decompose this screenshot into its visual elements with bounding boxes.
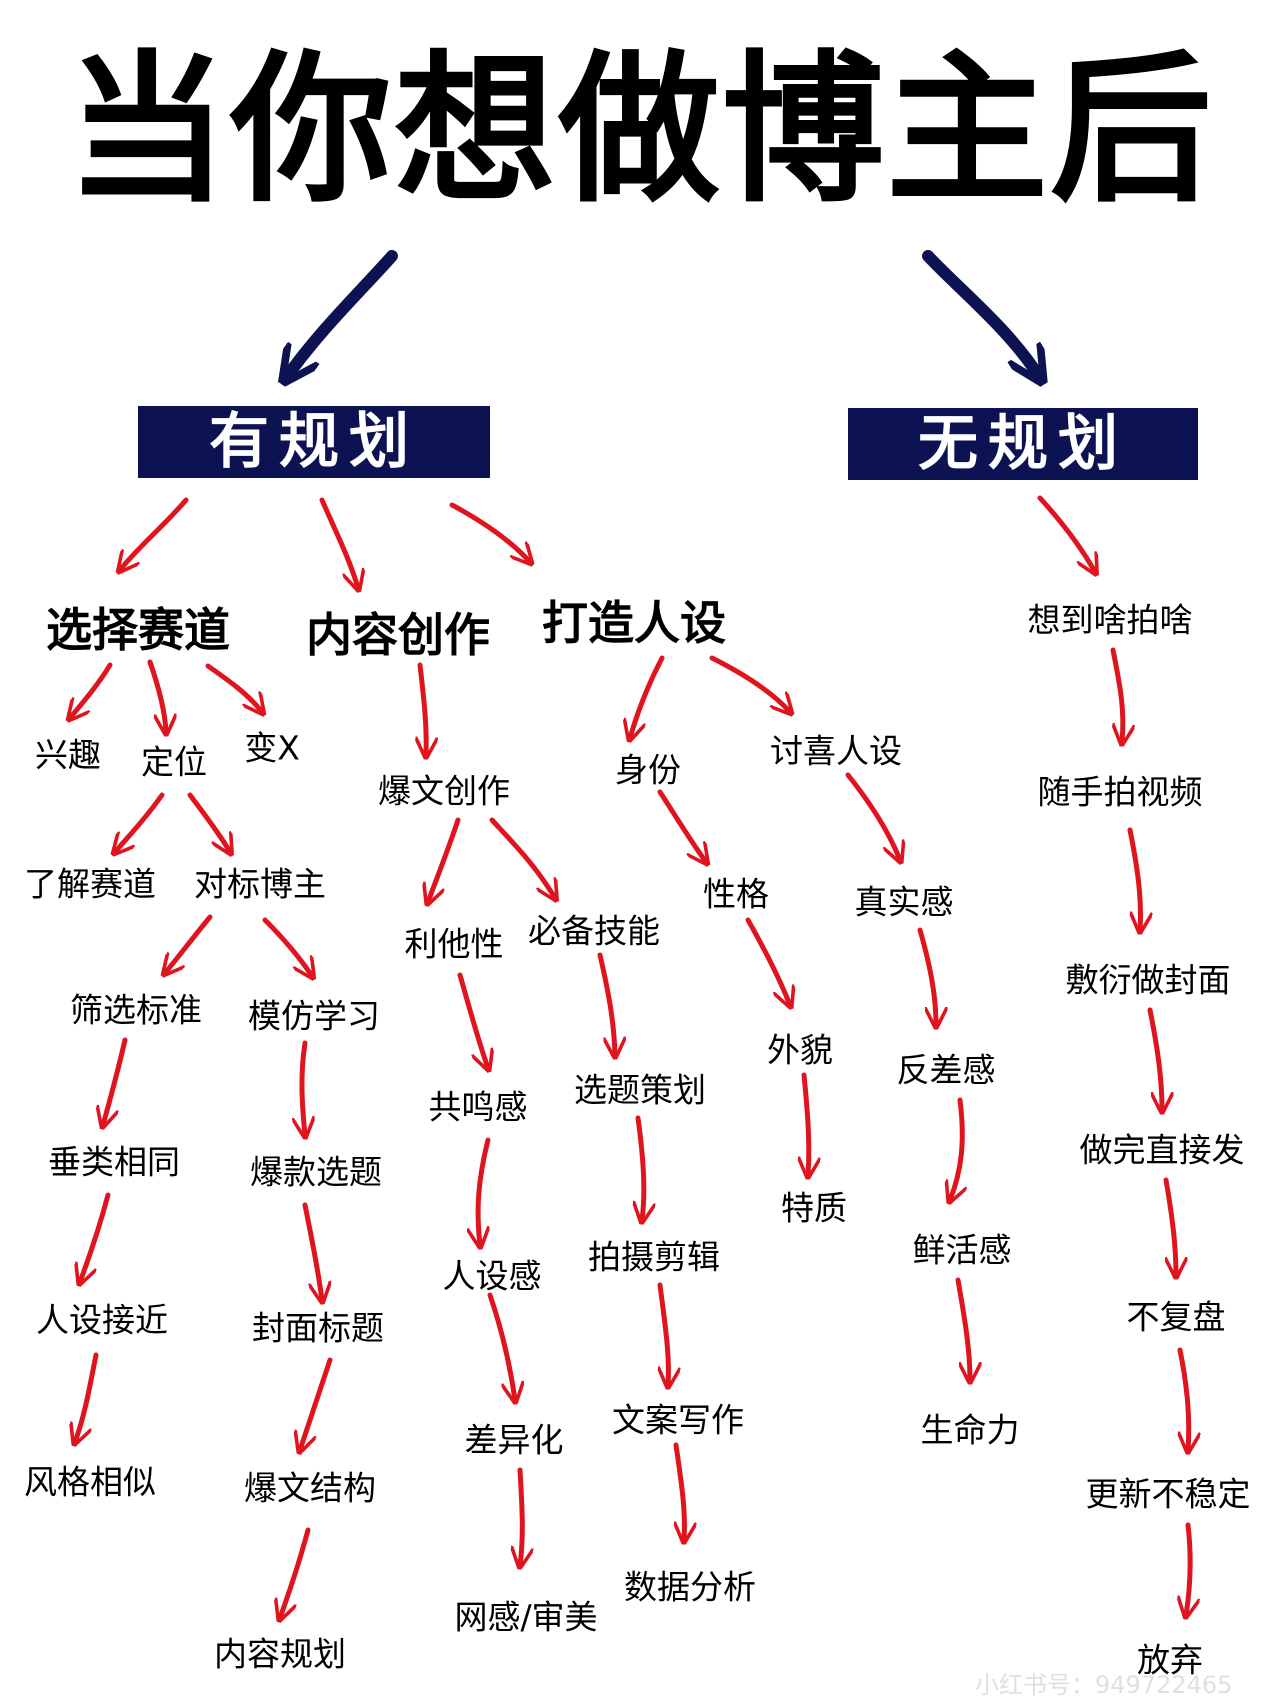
arrow-character-to-appearance bbox=[745, 917, 790, 1005]
arrow-unstable-to-giveup bbox=[1186, 1522, 1190, 1615]
branch-planned-box: 有规划 bbox=[138, 406, 490, 478]
arrow-track-to-position bbox=[147, 659, 166, 732]
arrow-persona-to-diff bbox=[487, 1292, 515, 1400]
arrow-viral-to-skills bbox=[489, 817, 555, 898]
arrow-casual-to-sloppy bbox=[1127, 827, 1141, 930]
arrow-skills-to-topic bbox=[597, 952, 615, 1055]
arrow-appearance-to-trait bbox=[804, 1072, 809, 1175]
node-position: 定位 bbox=[141, 742, 207, 782]
arrow-viral-to-altruism bbox=[428, 817, 461, 902]
node-interest: 兴趣 bbox=[35, 735, 101, 775]
branch-planned-label: 有规划 bbox=[209, 407, 419, 477]
node-shoot-whatever: 想到啥拍啥 bbox=[1027, 600, 1193, 640]
node-viral-structure: 爆文结构 bbox=[244, 1468, 376, 1508]
node-viral-creation: 爆文创作 bbox=[378, 771, 510, 811]
node-benchmark: 对标博主 bbox=[194, 864, 326, 904]
arrow-position-to-benchmark bbox=[187, 792, 230, 852]
node-trait: 特质 bbox=[781, 1188, 847, 1228]
node-authentic: 真实感 bbox=[854, 882, 954, 922]
node-difference: 差异化 bbox=[464, 1420, 564, 1460]
node-casual-video: 随手拍视频 bbox=[1037, 772, 1203, 812]
arrow-persona-to-style bbox=[75, 1352, 99, 1442]
arrow-noreview-to-unstable bbox=[1180, 1347, 1189, 1450]
arrow-topic-to-shoot bbox=[638, 1115, 644, 1220]
arrow-persona-to-identity bbox=[630, 655, 665, 738]
arrow-benchmark-to-imitate bbox=[262, 917, 312, 976]
arrow-diff-to-aesthetic bbox=[520, 1467, 522, 1565]
arrow-persona-to-likable bbox=[709, 655, 790, 712]
arrow-criteria-to-vertical bbox=[103, 1037, 128, 1125]
watermark: 小红书号：949722465 bbox=[975, 1671, 1233, 1699]
node-monetize: 变X bbox=[244, 728, 300, 768]
node-contrast: 反差感 bbox=[896, 1050, 996, 1090]
node-post-directly: 做完直接发 bbox=[1079, 1130, 1245, 1170]
node-shoot-edit: 拍摄剪辑 bbox=[588, 1237, 720, 1277]
node-appearance: 外貌 bbox=[767, 1030, 833, 1070]
node-same-vertical: 垂类相同 bbox=[48, 1142, 180, 1182]
arrow-benchmark-to-criteria bbox=[165, 914, 213, 973]
arrow-imitate-to-hot bbox=[302, 1040, 305, 1135]
arrow-cover-to-structure bbox=[300, 1357, 333, 1450]
arrow-identity-to-character bbox=[657, 789, 706, 862]
node-identity: 身份 bbox=[615, 750, 681, 790]
node-content: 内容创作 bbox=[306, 608, 490, 662]
node-altruism: 利他性 bbox=[404, 924, 504, 964]
node-sloppy-cover: 敷衍做封面 bbox=[1065, 960, 1231, 1000]
node-aesthetic: 网感/审美 bbox=[454, 1597, 598, 1637]
arrow-vertical-to-persona bbox=[80, 1192, 111, 1282]
branch-unplanned-box: 无规划 bbox=[848, 408, 1198, 480]
node-give-up: 放弃 bbox=[1137, 1640, 1203, 1680]
node-data-analysis: 数据分析 bbox=[624, 1567, 756, 1607]
arrow-track-to-interest bbox=[70, 662, 113, 718]
arrow-planned-to-content bbox=[319, 497, 358, 588]
arrow-title-to-planned bbox=[286, 250, 398, 378]
arrow-copy-to-data bbox=[676, 1442, 684, 1540]
arrow-post-to-noreview bbox=[1163, 1177, 1176, 1275]
node-persona-sense: 人设感 bbox=[442, 1256, 542, 1296]
arrow-sloppy-to-post bbox=[1147, 1007, 1162, 1110]
node-criteria: 筛选标准 bbox=[70, 990, 202, 1030]
node-imitate: 模仿学习 bbox=[248, 996, 380, 1036]
node-track: 选择赛道 bbox=[46, 603, 230, 657]
node-know-track: 了解赛道 bbox=[24, 864, 156, 904]
node-character: 性格 bbox=[703, 874, 769, 914]
arrow-structure-to-plan bbox=[280, 1527, 311, 1618]
node-hot-topic: 爆款选题 bbox=[250, 1152, 382, 1192]
node-topic-plan: 选题策划 bbox=[574, 1070, 706, 1110]
arrow-lively-to-vitality bbox=[955, 1277, 970, 1380]
arrow-likable-to-authentic bbox=[845, 772, 900, 860]
node-vitality: 生命力 bbox=[920, 1410, 1020, 1450]
node-skills: 必备技能 bbox=[528, 911, 660, 951]
node-cover-title: 封面标题 bbox=[252, 1308, 384, 1348]
node-content-plan: 内容规划 bbox=[214, 1634, 346, 1674]
branch-unplanned-label: 无规划 bbox=[918, 409, 1128, 479]
arrow-track-to-monetize bbox=[205, 663, 262, 712]
arrow-hot-to-cover bbox=[302, 1202, 322, 1300]
node-unstable: 更新不稳定 bbox=[1085, 1474, 1251, 1514]
arrow-contrast-to-lively bbox=[950, 1097, 962, 1200]
arrow-authentic-to-contrast bbox=[917, 927, 936, 1025]
node-close-persona: 人设接近 bbox=[36, 1300, 168, 1340]
arrow-position-to-know bbox=[115, 792, 165, 852]
arrow-shoot-to-copy bbox=[660, 1282, 668, 1385]
arrow-planned-to-persona bbox=[449, 502, 530, 562]
arrow-unplanned-to-first bbox=[1037, 495, 1095, 572]
node-no-review: 不复盘 bbox=[1126, 1297, 1226, 1337]
node-likable: 讨喜人设 bbox=[770, 731, 902, 771]
node-lively: 鲜活感 bbox=[912, 1230, 1012, 1270]
arrow-whatever-to-casual bbox=[1110, 647, 1123, 742]
node-similar-style: 风格相似 bbox=[24, 1462, 156, 1502]
page-title: 当你想做博主后 bbox=[66, 37, 1214, 225]
arrow-planned-to-track bbox=[120, 497, 189, 570]
arrow-resonance-to-persona bbox=[478, 1137, 488, 1245]
arrow-altruism-to-resonance bbox=[457, 972, 488, 1068]
arrow-title-to-unplanned bbox=[922, 250, 1040, 378]
arrow-content-to-viral bbox=[420, 662, 426, 755]
node-resonance: 共鸣感 bbox=[428, 1087, 528, 1127]
node-copywriting: 文案写作 bbox=[612, 1400, 744, 1440]
node-persona: 打造人设 bbox=[542, 596, 726, 650]
